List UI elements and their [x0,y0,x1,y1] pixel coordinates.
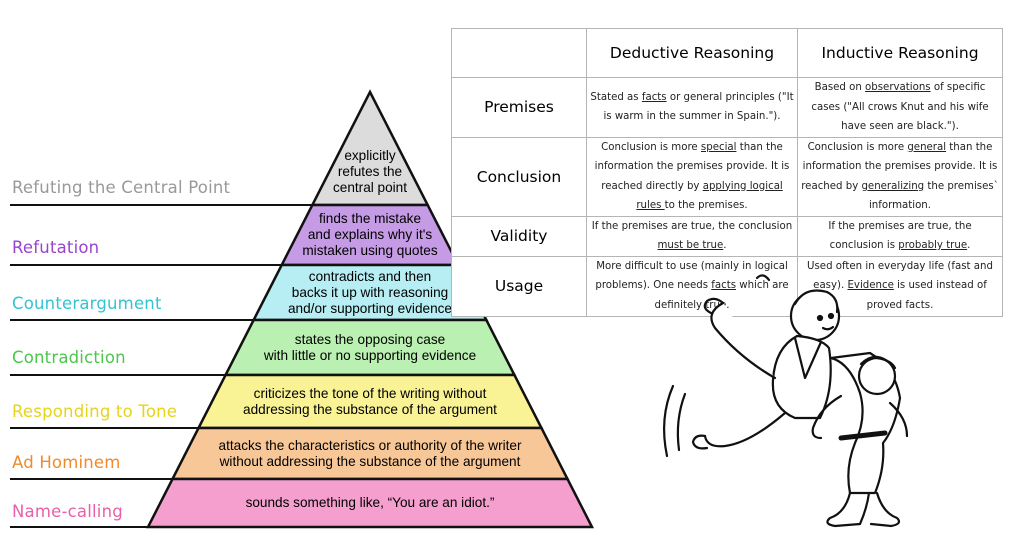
table-header-deductive: Deductive Reasoning [586,28,798,78]
cell-deductive: Stated as facts or general principles ("… [586,77,798,138]
table-header-empty [451,28,587,78]
pyramid-level-label: Refutation [12,238,100,257]
pyramid-level-label: Contradiction [12,348,126,367]
cell-inductive: Based on observations of specific cases … [797,77,1003,138]
pyramid-level-description: criticizes the tone of the writing witho… [243,385,497,417]
pyramid-level-label: Ad Hominem [12,453,121,472]
pyramid-tier [145,477,595,529]
pyramid-level-line [10,478,173,480]
table-row: Usage More difficult to use (mainly in l… [451,255,1003,317]
pyramid-level-description: attacks the characteristics or authority… [218,437,522,469]
cell-deductive: If the premises are true, the conclusion… [586,215,798,257]
table-header-inductive: Inductive Reasoning [797,28,1003,78]
cell-deductive: Conclusion is more special than the info… [586,136,798,217]
pyramid-level-line [10,374,226,376]
pyramid-level-line [10,204,313,206]
pyramid-level-label: Name-calling [12,502,123,521]
row-label-usage: Usage [451,255,587,317]
pyramid-level-label: Responding to Tone [12,402,178,421]
reasoning-comparison-table: Deductive Reasoning Inductive Reasoning … [451,28,1003,317]
table-row: Conclusion Conclusion is more special th… [451,136,1003,217]
table-row: Premises Stated as facts or general prin… [451,77,1003,138]
table-header-row: Deductive Reasoning Inductive Reasoning [451,28,1003,78]
pyramid-level-label: Refuting the Central Point [12,178,231,197]
pyramid-level-line [10,526,148,528]
row-label-premises: Premises [451,77,587,138]
argument-pyramid [145,89,595,529]
row-label-validity: Validity [451,215,587,257]
judo-throw-cartoon-icon [663,274,909,528]
row-label-conclusion: Conclusion [451,136,587,217]
table-row: Validity If the premises are true, the c… [451,215,1003,257]
pyramid-level-description: sounds something like, “You are an idiot… [245,495,495,510]
cell-deductive: More difficult to use (mainly in logical… [586,255,798,317]
pyramid-level-label: Counterargument [12,294,162,313]
pyramid-level-line [10,319,254,321]
cell-inductive: If the premises are true, the conclusion… [797,215,1003,257]
cell-inductive: Conclusion is more general than the info… [797,136,1003,217]
pyramid-level-line [10,264,282,266]
pyramid-level-line [10,427,199,429]
